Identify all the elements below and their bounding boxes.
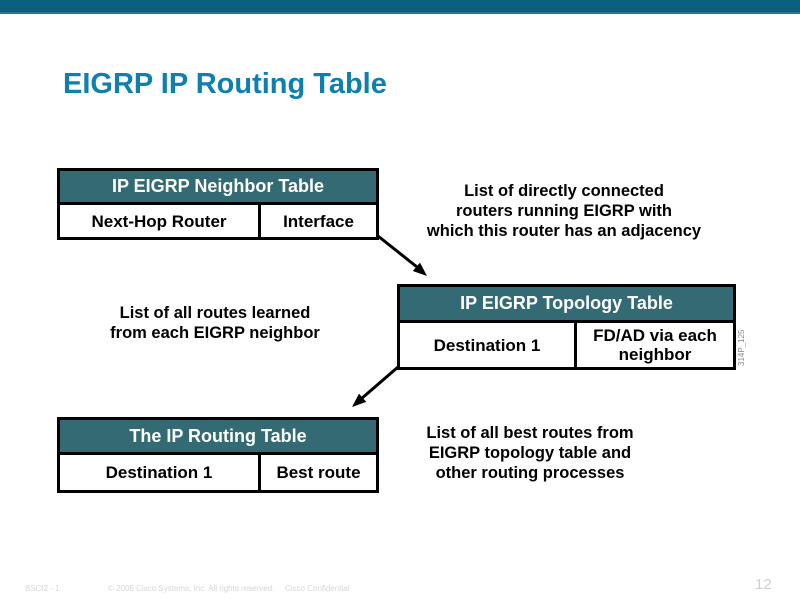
page-number: 12 — [755, 576, 772, 593]
topology-table-row: Destination 1 FD/AD via each neighbor — [400, 323, 733, 367]
topology-table-cell-fd-ad: FD/AD via each neighbor — [574, 323, 733, 367]
slide-title: EIGRP IP Routing Table — [63, 68, 387, 100]
annotation-neighbor-table: List of directly connected routers runni… — [396, 181, 732, 241]
annotation-line: routers running EIGRP with — [455, 202, 673, 220]
arrow-topology-to-routing — [352, 365, 399, 407]
footer-copyright: © 2006 Cisco Systems, Inc. All rights re… — [108, 584, 275, 593]
annotation-line: which this router has an adjacency — [426, 222, 702, 240]
routing-table-cell-destination: Destination 1 — [105, 463, 213, 482]
annotation-line: List of directly connected — [464, 182, 664, 200]
figure-code: 314P_125 — [737, 329, 746, 366]
footer-course-code: BSCI2 - 1 — [25, 584, 60, 593]
annotation-line: other routing processes — [435, 464, 625, 482]
routing-table: The IP Routing Table Destination 1 Best … — [57, 417, 379, 493]
routing-table-title: The IP Routing Table — [60, 420, 376, 455]
neighbor-table-cell-interface: Interface — [258, 205, 376, 237]
neighbor-table-cell-next-hop-router: Next-Hop Router — [91, 211, 227, 231]
routing-table-row: Destination 1 Best route — [60, 455, 376, 490]
annotation-line: List of all routes learned — [119, 304, 311, 322]
footer-confidential: Cisco Confidential — [285, 584, 350, 593]
neighbor-table-row: Next-Hop Router Interface — [60, 205, 376, 237]
topology-table: IP EIGRP Topology Table Destination 1 FD… — [397, 284, 736, 370]
annotation-routing-table: List of all best routes from EIGRP topol… — [400, 423, 660, 483]
routing-table-cell-best-route: Best route — [258, 455, 376, 490]
top-accent-bar — [0, 0, 800, 14]
annotation-line: EIGRP topology table and — [428, 444, 632, 462]
topology-table-cell-destination: Destination 1 — [433, 335, 541, 355]
neighbor-table-title: IP EIGRP Neighbor Table — [60, 171, 376, 205]
neighbor-table: IP EIGRP Neighbor Table Next-Hop Router … — [57, 168, 379, 240]
annotation-topology-table: List of all routes learned from each EIG… — [58, 303, 372, 343]
arrow-neighbor-to-topology — [377, 234, 427, 276]
annotation-line: List of all best routes from — [426, 424, 634, 442]
annotation-line: from each EIGRP neighbor — [110, 324, 320, 342]
topology-table-title: IP EIGRP Topology Table — [400, 287, 733, 323]
